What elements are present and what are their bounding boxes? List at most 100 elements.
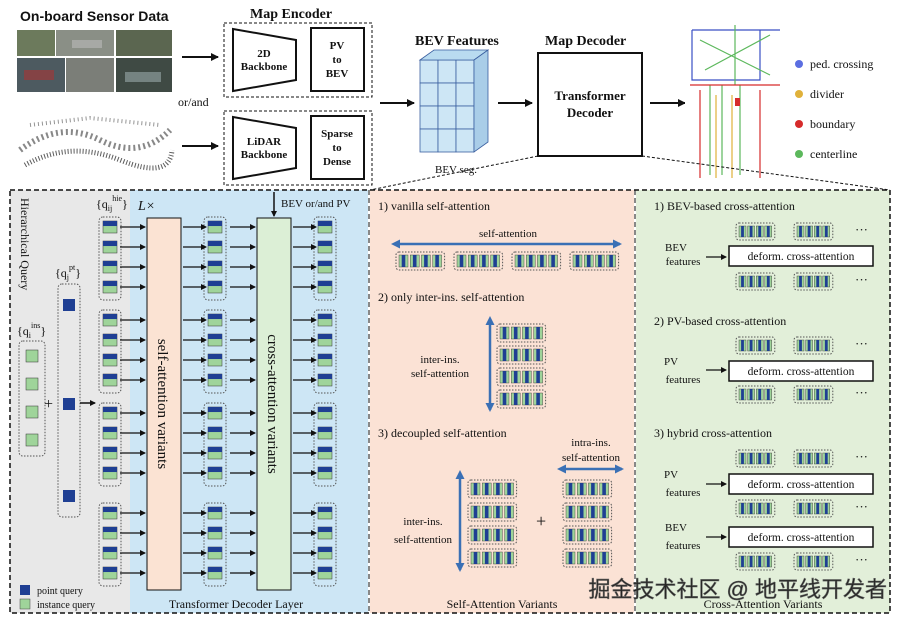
instance-group: [562, 525, 613, 545]
point-query-square: [63, 398, 75, 410]
sa-v3-title: 3) decoupled self-attention: [378, 426, 507, 440]
sparse-to-dense-box: [310, 115, 365, 180]
ca-v2-deform-box: [728, 360, 874, 382]
hier-group: [98, 216, 122, 301]
hier-query-block-top: [208, 221, 222, 227]
hier-query-block-top: [318, 281, 332, 287]
query-cell-core: [482, 255, 486, 267]
query-cell-core: [602, 529, 606, 541]
hier-query-block-top: [318, 314, 332, 320]
query-cell-core: [591, 529, 595, 541]
instance-group: [562, 548, 613, 568]
point-query-square: [63, 299, 75, 311]
sensor-title: On-board Sensor Data: [20, 8, 169, 24]
legend-label-1: divider: [810, 87, 844, 101]
backbone-2d-line1: 2D: [257, 48, 271, 60]
query-cell-core: [766, 503, 770, 514]
query-cell-core: [507, 552, 511, 564]
query-cell-core: [513, 349, 518, 361]
query-cell-core: [766, 226, 770, 237]
cross-attention-variants-box: [256, 217, 292, 591]
query-cell-core: [496, 506, 500, 518]
hier-query-block-top: [103, 567, 117, 573]
query-cell-core: [502, 327, 507, 339]
instance-group: [735, 222, 776, 241]
map-decoder-title: Map Decoder: [545, 34, 626, 49]
query-cell-core: [741, 503, 744, 514]
hier-query-block-top: [318, 427, 332, 433]
query-cell-core: [609, 255, 613, 267]
query-cell-core: [816, 340, 820, 351]
query-cell-core: [758, 503, 762, 514]
hier-query-block-top: [208, 447, 222, 453]
instance-group: [467, 502, 518, 522]
ca-v1-title: 1) BEV-based cross-attention: [654, 199, 795, 213]
query-cell-core: [816, 276, 820, 287]
bev-side-face: [473, 49, 489, 153]
query-cell-core: [493, 255, 497, 267]
query-cell-core: [766, 340, 770, 351]
query-cell-core: [536, 349, 540, 361]
ca-v3-pv-line2: features: [666, 487, 701, 499]
query-cell-core: [536, 327, 540, 339]
hier-query-block-top: [208, 427, 222, 433]
ca-v3-bev-line2: features: [666, 540, 701, 552]
query-cell-core: [766, 453, 770, 464]
ca-v2-feature-line2: features: [666, 374, 701, 386]
bev-cell: [419, 82, 439, 107]
query-cell-core: [575, 255, 580, 267]
query-cell-core: [484, 483, 489, 495]
query-cell-core: [528, 255, 533, 267]
query-cell-core: [473, 483, 478, 495]
query-cell-core: [502, 371, 507, 383]
hier-query-block-top: [103, 427, 117, 433]
hier-query-block-top: [318, 241, 332, 247]
ca-v1-feature-line1: BEV: [665, 242, 687, 254]
bev-cell: [419, 59, 439, 84]
instance-group: [793, 499, 834, 518]
hier-group: [98, 502, 122, 587]
query-cell-core: [807, 226, 811, 237]
self-attention-variants-box: [146, 217, 182, 591]
sa-v2-label-line1: inter-ins.: [420, 354, 459, 366]
bev-cell: [455, 59, 475, 84]
hier-query-block-top: [318, 547, 332, 553]
sparse-to-dense-line3: Dense: [323, 156, 351, 168]
query-cell-core: [749, 389, 753, 400]
instance-group: [793, 552, 834, 571]
query-cell-core: [602, 506, 606, 518]
query-cell-core: [568, 529, 573, 541]
instance-group: [793, 336, 834, 355]
layer-repeat-label: L×: [137, 199, 155, 214]
instance-group: [467, 479, 518, 499]
q-ins-label: {qiins}: [17, 321, 46, 340]
bev-cell: [419, 105, 439, 130]
query-cell-core: [807, 556, 811, 567]
sparse-to-dense-line2: to: [332, 142, 342, 154]
ca-v2-title: 2) PV-based cross-attention: [654, 314, 786, 328]
legend-label-3: centerline: [810, 147, 857, 161]
query-cell-core: [807, 503, 811, 514]
hier-query-block-top: [208, 567, 222, 573]
lidar-backbone-trapezoid: [232, 115, 297, 181]
query-plus: +: [44, 396, 53, 413]
instance-group: [793, 272, 834, 291]
query-cell-core: [517, 255, 522, 267]
backbone-2d-trapezoid: [232, 27, 297, 93]
hier-query-block-top: [318, 374, 332, 380]
svg-text:{qjpt}: {qjpt}: [55, 263, 81, 282]
query-cell-core: [598, 255, 602, 267]
lidar-backbone-line2: Backbone: [241, 149, 288, 161]
encoder-lidar-box: [223, 110, 373, 186]
instance-group: [735, 499, 776, 518]
hier-query-block-top: [318, 447, 332, 453]
hier-group: [203, 309, 227, 394]
query-cell-core: [525, 349, 529, 361]
hier-query-block-top: [103, 407, 117, 413]
legend-dot-2: [795, 120, 803, 128]
ca-v3-pv-deform-label: deform. cross-attention: [748, 479, 855, 491]
query-cell-core: [824, 453, 828, 464]
hier-group: [203, 402, 227, 487]
legend-label-0: ped. crossing: [810, 57, 873, 71]
lidar-pointcloud: [15, 110, 175, 172]
